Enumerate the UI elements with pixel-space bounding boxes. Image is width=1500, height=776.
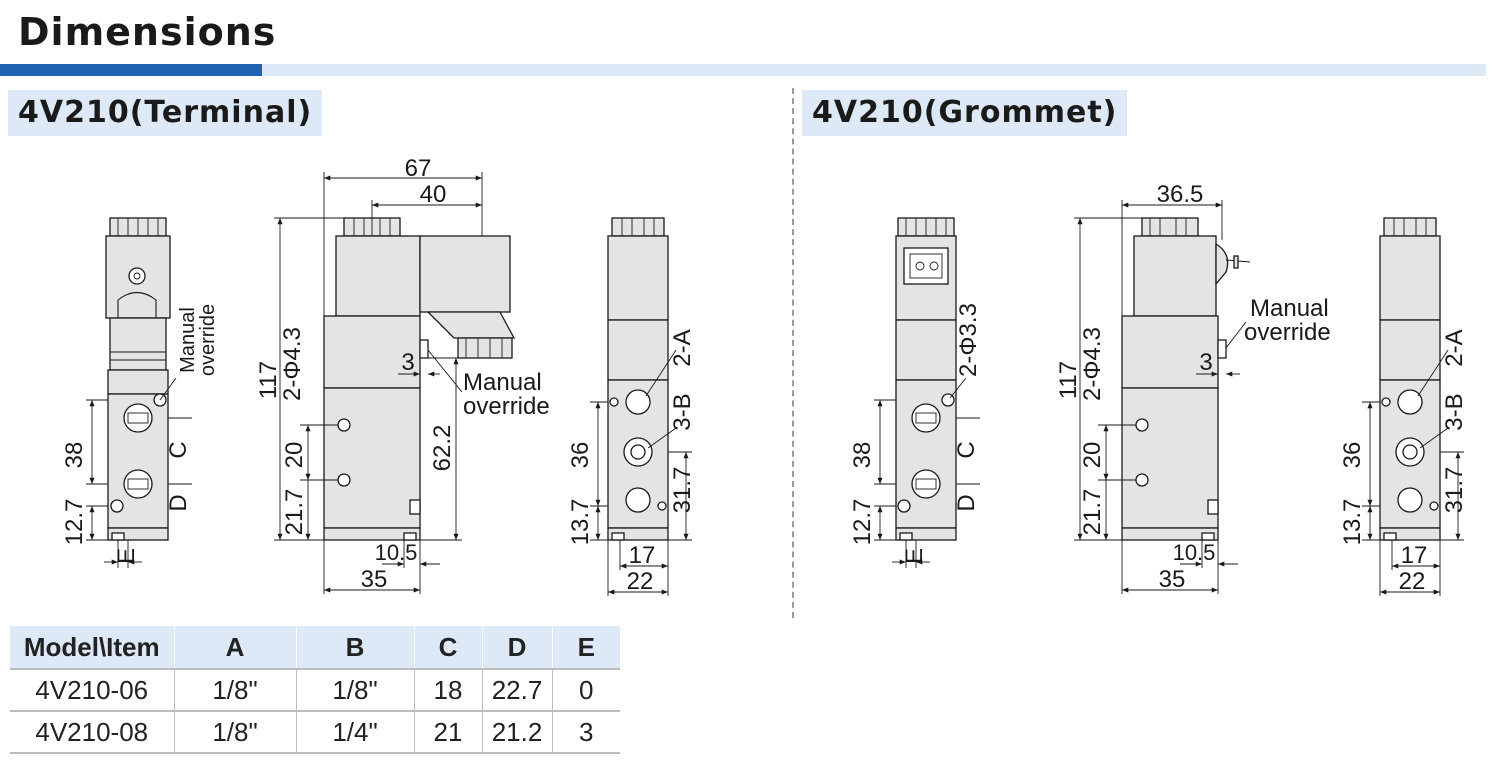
dim-13-7: 13.7 <box>1339 499 1366 546</box>
manual-override-label-2: override <box>463 393 550 420</box>
grommet-side-socket <box>903 247 949 285</box>
label-e: E <box>113 548 140 564</box>
dim-31-7: 31.7 <box>669 467 696 514</box>
table-row: 4V210-06 1/8" 1/8" 18 22.7 0 <box>10 669 620 712</box>
manual-override-label-2: override <box>197 304 219 376</box>
dim-12-7: 12.7 <box>61 499 88 546</box>
dim-13-7: 13.7 <box>567 499 594 546</box>
dim-21-7: 21.7 <box>281 489 308 536</box>
table-cell: 21 <box>414 711 483 754</box>
grommet-front-coil <box>1133 235 1217 317</box>
table-cell: 22.7 <box>482 669 553 712</box>
section-divider <box>792 88 794 618</box>
section-title-terminal: 4V210(Terminal) <box>8 90 323 136</box>
table-cell: 21.2 <box>482 711 553 754</box>
dim-35: 35 <box>1159 566 1186 593</box>
label-3-b: 3-B <box>669 393 696 430</box>
title-rule <box>262 64 1486 76</box>
page-title: Dimensions <box>18 10 277 54</box>
terminal-side-view: 38 12.7 C D E Manual override <box>61 217 219 568</box>
terminal-front-view: 67 40 117 2-Φ4.3 20 21.7 62.2 3 Manual o… <box>255 155 550 594</box>
table-header-e: E <box>552 626 620 670</box>
dim-117: 117 <box>1055 361 1082 399</box>
label-d: D <box>953 494 980 511</box>
table-cell: 0 <box>552 669 620 712</box>
dim-20: 20 <box>1079 442 1106 469</box>
label-3-b: 3-B <box>1441 393 1468 430</box>
table-header-d: D <box>482 626 553 670</box>
dim-31-7: 31.7 <box>1441 467 1468 514</box>
table-cell: 3 <box>552 711 620 754</box>
label-e: E <box>901 548 928 564</box>
table-cell: 1/8" <box>174 711 297 754</box>
table-header-row: Model\Item A B C D E <box>10 626 620 670</box>
manual-override-label-2: override <box>1244 319 1331 346</box>
grommet-front-valve-body <box>1121 387 1219 529</box>
dim-22: 22 <box>1399 568 1426 595</box>
table-cell: 1/8" <box>174 669 297 712</box>
manual-override-label-1: Manual <box>177 307 199 373</box>
dim-hole-4-3: 2-Φ4.3 <box>279 327 306 401</box>
dim-38: 38 <box>61 442 88 469</box>
table-header-b: B <box>296 626 415 670</box>
label-2-a: 2-A <box>1441 329 1468 366</box>
label-c: C <box>953 441 980 458</box>
dim-17: 17 <box>1401 542 1428 569</box>
terminal-front-connector <box>419 235 511 313</box>
table-cell: 4V210-08 <box>10 711 175 754</box>
dim-67: 67 <box>405 155 432 182</box>
dim-62-2: 62.2 <box>429 425 456 472</box>
table-header-model: Model\Item <box>10 626 175 670</box>
label-2-a: 2-A <box>669 329 696 366</box>
dimension-table: Model\Item A B C D E 4V210-06 1/8" 1/8" … <box>10 626 620 754</box>
dim-36-5: 36.5 <box>1157 181 1204 208</box>
terminal-front-coil <box>335 235 421 317</box>
manual-override-label-1: Manual <box>1250 295 1329 322</box>
dim-12-7: 12.7 <box>849 499 876 546</box>
label-d: D <box>165 494 192 511</box>
grommet-side-view: 38 12.7 C D E 2-Φ3.3 <box>849 217 982 568</box>
table-cell: 4V210-06 <box>10 669 175 712</box>
dim-38: 38 <box>849 442 876 469</box>
title-rule-accent <box>0 64 262 76</box>
dim-3: 3 <box>1199 349 1212 376</box>
dim-3: 3 <box>401 349 414 376</box>
terminal-right-view: 2-A 3-B 36 13.7 31.7 17 22 <box>567 217 696 596</box>
dim-117: 117 <box>255 361 282 399</box>
dim-21-7: 21.7 <box>1079 489 1106 536</box>
table-cell: 18 <box>414 669 483 712</box>
dim-10-5: 10.5 <box>375 540 418 565</box>
table-row: 4V210-08 1/8" 1/4" 21 21.2 3 <box>10 711 620 754</box>
label-c: C <box>165 441 192 458</box>
grommet-front-view: 36.5 117 2-Φ4.3 20 21.7 3 Manual overrid… <box>1055 181 1331 594</box>
dim-35: 35 <box>361 566 388 593</box>
grommet-right-view: 2-A 3-B 36 13.7 31.7 17 22 <box>1339 217 1468 596</box>
dim-40: 40 <box>420 181 447 208</box>
dim-36: 36 <box>1339 442 1366 469</box>
dim-10-5: 10.5 <box>1173 540 1216 565</box>
table-header-a: A <box>174 626 297 670</box>
dim-hole-3-3: 2-Φ3.3 <box>955 303 982 377</box>
terminal-front-valve-body <box>323 387 421 529</box>
dim-20: 20 <box>281 442 308 469</box>
table-header-c: C <box>414 626 483 670</box>
dim-17: 17 <box>629 542 656 569</box>
manual-override-label-1: Manual <box>463 369 542 396</box>
section-title-grommet: 4V210(Grommet) <box>802 90 1128 136</box>
dim-36: 36 <box>567 442 594 469</box>
dim-22: 22 <box>627 568 654 595</box>
table-cell: 1/4" <box>296 711 415 754</box>
dim-hole-4-3: 2-Φ4.3 <box>1079 327 1106 401</box>
table-cell: 1/8" <box>296 669 415 712</box>
